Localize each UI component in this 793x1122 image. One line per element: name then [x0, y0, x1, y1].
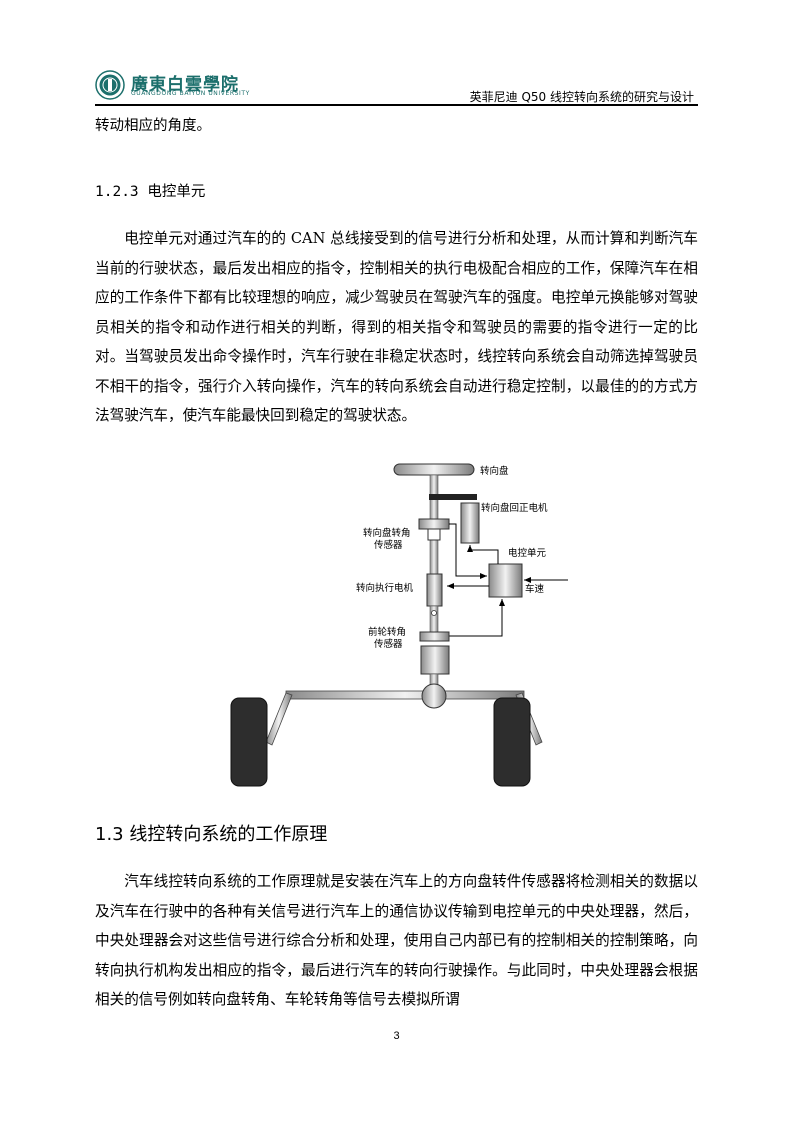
ecu-to-return-motor-arrow	[467, 545, 499, 564]
logo-english-name: GUANGDONG BAIYUN UNIVERSITY	[131, 90, 250, 97]
label-actuator-motor: 转向执行电机	[356, 582, 414, 594]
return-motor	[460, 502, 480, 544]
steering-angle-sensor	[418, 518, 450, 530]
logo-chinese-name: 廣東白雲學院	[131, 75, 239, 95]
label-steering-wheel: 转向盘	[480, 465, 509, 477]
left-tie-rod	[265, 692, 293, 746]
principle-paragraph: 汽车线控转向系统的工作原理就是安装在汽车上的方向盘转件传感器将检测相关的数据以及…	[95, 873, 698, 1008]
right-wheel	[493, 697, 531, 787]
gear-box	[420, 645, 450, 675]
front-wheel-angle-sensor	[419, 631, 450, 642]
steering-rack	[285, 690, 525, 700]
label-front-sensor-line1: 前轮转角	[368, 626, 406, 638]
university-emblem-icon	[95, 70, 125, 100]
steer-by-wire-diagram: 转向盘 转向盘回正电机 转向盘转角 传感器 电控单元 车速 转向执行电机 前轮转…	[228, 458, 578, 790]
section-heading: 1.3 线控转向系统的工作原理	[95, 824, 328, 845]
label-return-motor: 转向盘回正电机	[481, 502, 548, 514]
continued-line: 转动相应的角度。	[95, 118, 211, 134]
label-angle-sensor-line2: 传感器	[374, 539, 403, 551]
front-sensor-to-ecu-arrow	[449, 599, 505, 637]
drive-belt	[429, 494, 477, 500]
left-wheel	[230, 697, 268, 787]
actuator-motor	[426, 573, 443, 607]
ecu-paragraph: 电控单元对通过汽车的的 CAN 总线接受到的信号进行分析和处理，从而计算和判断汽…	[95, 230, 698, 424]
steering-wheel	[393, 463, 475, 476]
header-rule	[95, 104, 698, 106]
sensor-to-ecu-arrow	[449, 523, 487, 579]
label-angle-sensor-line1: 转向盘转角	[363, 527, 411, 539]
label-ecu: 电控单元	[508, 547, 547, 559]
label-front-sensor-line2: 传感器	[374, 638, 403, 650]
label-speed: 车速	[525, 583, 545, 595]
page-header: 廣東白雲學院 GUANGDONG BAIYUN UNIVERSITY 英菲尼迪 …	[95, 68, 698, 106]
header-title: 英菲尼迪 Q50 线控转向系统的研究与设计	[469, 90, 694, 104]
subsection-heading: 1.2.3 电控单元	[95, 184, 206, 200]
page-number: 3	[393, 1030, 400, 1042]
rack-joint	[421, 683, 447, 709]
ecu-box	[488, 563, 523, 598]
